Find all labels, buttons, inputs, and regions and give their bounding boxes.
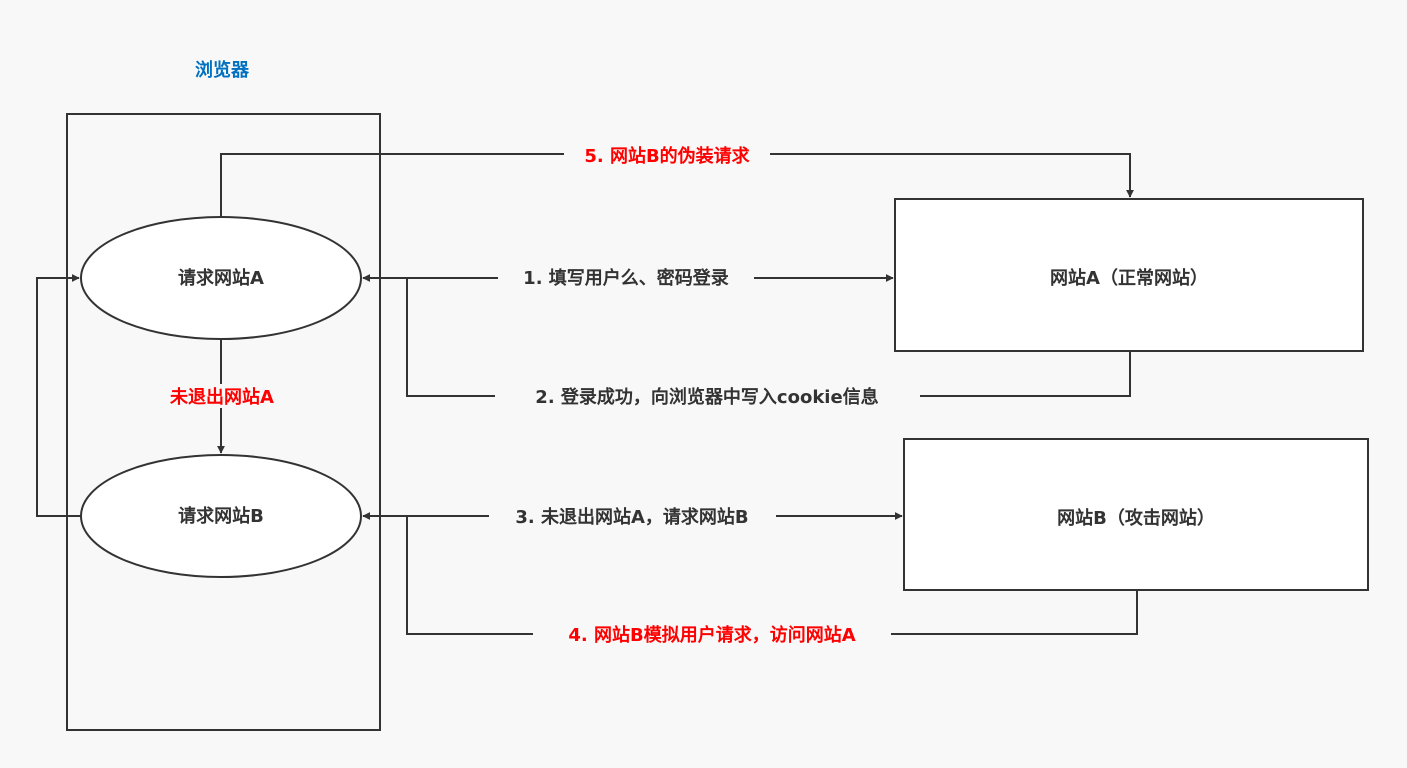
edge-label-not-logged-out: 未退出网站A <box>155 384 289 408</box>
browser-container <box>66 113 381 731</box>
svg-text:5. 网站B的伪装请求: 5. 网站B的伪装请求 <box>584 145 750 167</box>
site-b-box <box>903 438 1369 591</box>
svg-text:2. 登录成功，向浏览器中写入cookie信息: 2. 登录成功，向浏览器中写入cookie信息 <box>535 386 878 408</box>
edge-label-step5: 5. 网站B的伪装请求 <box>564 143 770 167</box>
edge-label-step1: 1. 填写用户么、密码登录 <box>498 266 754 290</box>
svg-text:未退出网站A: 未退出网站A <box>170 386 274 408</box>
site-a-label: 网站A（正常网站） <box>1050 267 1208 289</box>
request-a-label: 请求网站A <box>178 267 264 289</box>
svg-text:3. 未退出网站A，请求网站B: 3. 未退出网站A，请求网站B <box>515 506 748 528</box>
edge-loop-left <box>36 274 81 517</box>
request-b-label: 请求网站B <box>178 505 264 527</box>
svg-text:4. 网站B模拟用户请求，访问网站A: 4. 网站B模拟用户请求，访问网站A <box>568 624 855 646</box>
browser-title: 浏览器 <box>195 59 250 81</box>
site-b-label: 网站B（攻击网站） <box>1057 507 1215 529</box>
edge-label-step2: 2. 登录成功，向浏览器中写入cookie信息 <box>495 384 920 408</box>
edge-label-step4: 4. 网站B模拟用户请求，访问网站A <box>533 622 891 646</box>
edge-label-step3: 3. 未退出网站A，请求网站B <box>489 504 776 528</box>
site-a-box <box>894 198 1364 352</box>
svg-text:1. 填写用户么、密码登录: 1. 填写用户么、密码登录 <box>523 267 729 289</box>
